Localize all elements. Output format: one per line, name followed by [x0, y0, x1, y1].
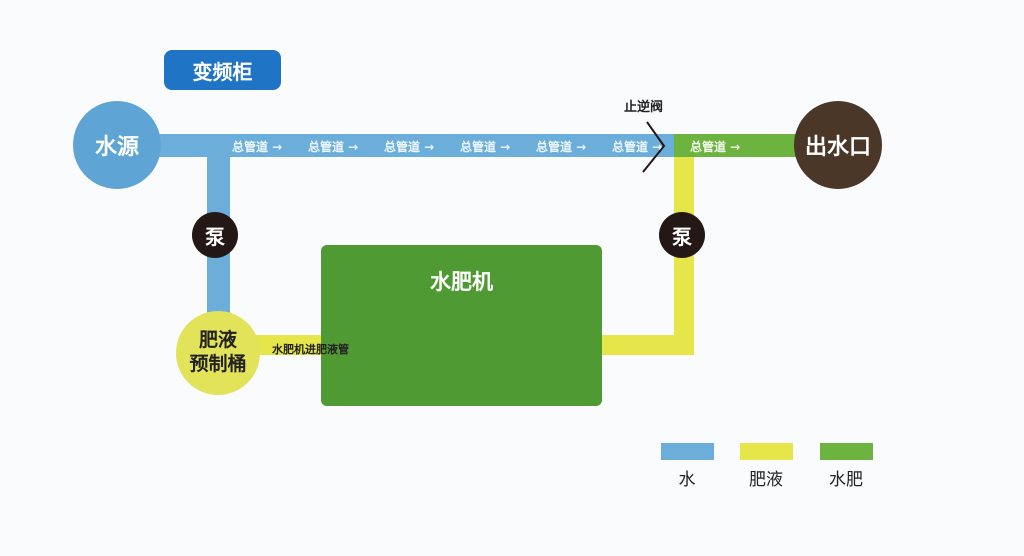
mixed-pipe-label: 总管道 → [690, 140, 741, 154]
legend-label-fertilizer: 肥液 [749, 470, 783, 490]
pump-left-node: 泵 [192, 212, 238, 258]
check-valve-label: 止逆阀 [624, 100, 664, 115]
main-pipe-label-4: 总管道 → [460, 140, 511, 154]
fertilizer-pipe-corner [674, 335, 694, 355]
tank-label-line1: 肥液 [198, 329, 237, 352]
pump-right-node: 泵 [659, 212, 705, 258]
legend-swatch-fertilizer [740, 443, 793, 460]
frequency-cabinet: 变频柜 [164, 50, 281, 90]
main-pipe-label-2: 总管道 → [308, 140, 359, 154]
mixed-pipe-junction [674, 134, 694, 157]
main-pipe-label-1: 总管道 → [232, 140, 283, 154]
water-source-node: 水源 [73, 101, 161, 189]
fertigation-machine-label: 水肥机 [430, 270, 493, 294]
legend-label-water: 水 [678, 470, 696, 490]
main-water-pipe [117, 134, 680, 157]
check-valve-icon [642, 121, 666, 173]
legend-label-mixed: 水肥 [829, 470, 863, 490]
machine-inlet-pipe-label: 水肥机进肥液管 [272, 343, 349, 356]
main-pipe-label-3: 总管道 → [384, 140, 435, 154]
legend-swatch-water [661, 443, 714, 460]
main-pipe-label-6: 总管道 → [612, 140, 663, 154]
water-outlet-node: 出水口 [794, 101, 882, 189]
tank-label-line2: 预制桶 [189, 353, 247, 375]
legend-swatch-mixed [820, 443, 873, 460]
main-pipe-label-5: 总管道 → [536, 140, 587, 154]
fertigation-machine [321, 245, 602, 406]
mixed-pipe [680, 134, 820, 157]
fertilizer-tank-node: 肥液 预制桶 [176, 311, 260, 395]
